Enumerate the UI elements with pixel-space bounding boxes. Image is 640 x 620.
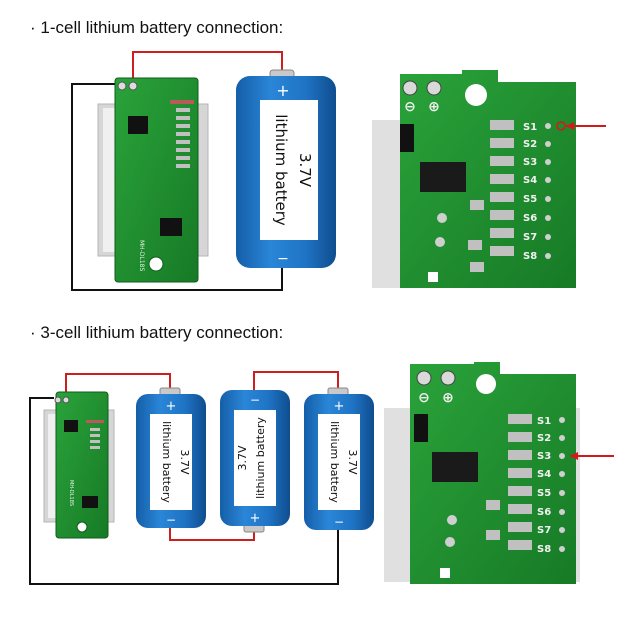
battery-a-voltage: 3.7V bbox=[178, 449, 191, 474]
battery-b-plus: + bbox=[250, 511, 261, 526]
heading-three-cell: · 3-cell lithium battery connection: bbox=[30, 323, 284, 342]
pad-label-s2: S2 bbox=[523, 139, 537, 150]
board-model-label-small: MH-DL18S bbox=[68, 480, 74, 506]
battery-a-plus: + bbox=[166, 399, 177, 414]
battery-b-chemistry: lithium battery bbox=[254, 417, 267, 499]
battery-a-chemistry: lithium battery bbox=[160, 421, 173, 503]
red-wire-series-1 bbox=[169, 528, 255, 541]
battery-indicator-module-small: MH-DL18S bbox=[43, 391, 115, 539]
pad-label-s4: S4 bbox=[523, 175, 537, 186]
battery-plus-sign: + bbox=[276, 81, 289, 100]
battery-c-plus: + bbox=[334, 399, 345, 414]
battery-chemistry-label: lithium battery bbox=[272, 114, 290, 226]
terminal-minus-label: ⊖ bbox=[404, 99, 416, 115]
pad-label-s1-b: S1 bbox=[537, 416, 551, 427]
red-wire-positive bbox=[132, 51, 283, 82]
board-model-label: MH-DL18S bbox=[138, 240, 145, 271]
battery-c-chemistry: lithium battery bbox=[328, 421, 341, 503]
battery-b-minus: − bbox=[250, 393, 260, 407]
pad-label-s7: S7 bbox=[523, 232, 537, 243]
pad-label-s2-b: S2 bbox=[537, 433, 551, 444]
black-wire-negative-2 bbox=[29, 397, 339, 585]
battery-voltage-label: 3.7V bbox=[296, 153, 314, 188]
battery-cell: + − 3.7V lithium battery bbox=[236, 69, 336, 268]
pad-label-s7-b: S7 bbox=[537, 525, 551, 536]
red-wire-positive-2 bbox=[65, 373, 171, 394]
board-closeup-3cell: ⊖ ⊕ S1 S2 S3 S4 S5 S6 S7 S8 bbox=[384, 352, 614, 584]
terminal-plus-label-2: ⊕ bbox=[442, 390, 454, 406]
black-wire-negative bbox=[71, 83, 283, 291]
board-closeup-1cell: ⊖ ⊕ S1 S2 S3 S4 S5 S6 S7 S8 bbox=[372, 60, 606, 288]
battery-minus-sign: − bbox=[277, 251, 289, 267]
pad-label-s1: S1 bbox=[523, 122, 537, 133]
battery-cell-a: + − 3.7V lithium battery bbox=[136, 387, 206, 528]
terminal-minus-label-2: ⊖ bbox=[418, 390, 430, 406]
battery-cell-b: − + 3.7V lithium battery bbox=[220, 390, 290, 533]
battery-indicator-module: MH-DL18S bbox=[97, 77, 209, 283]
red-wire-series-2 bbox=[253, 371, 339, 392]
pad-label-s8: S8 bbox=[523, 251, 537, 262]
one-cell-section: MH-DL18S + − 3.7V lithium battery ⊖ ⊕ bbox=[71, 51, 606, 291]
three-cell-section: MH-DL18S + − 3.7V lithium battery − + 3.… bbox=[29, 352, 614, 585]
pad-label-s4-b: S4 bbox=[537, 469, 551, 480]
pad-label-s3-b: S3 bbox=[537, 451, 551, 462]
battery-c-voltage: 3.7V bbox=[346, 449, 359, 474]
pad-label-s6: S6 bbox=[523, 213, 537, 224]
terminal-plus-label: ⊕ bbox=[428, 99, 440, 115]
battery-a-minus: − bbox=[166, 513, 176, 527]
pad-label-s5: S5 bbox=[523, 194, 537, 205]
battery-cell-c: + − 3.7V lithium battery bbox=[304, 387, 374, 530]
pad-label-s6-b: S6 bbox=[537, 507, 551, 518]
battery-b-voltage: 3.7V bbox=[236, 445, 249, 470]
pad-label-s3: S3 bbox=[523, 157, 537, 168]
pad-label-s8-b: S8 bbox=[537, 544, 551, 555]
battery-c-minus: − bbox=[334, 515, 344, 529]
heading-one-cell: · 1-cell lithium battery connection: bbox=[30, 18, 284, 37]
pad-label-s5-b: S5 bbox=[537, 488, 551, 499]
